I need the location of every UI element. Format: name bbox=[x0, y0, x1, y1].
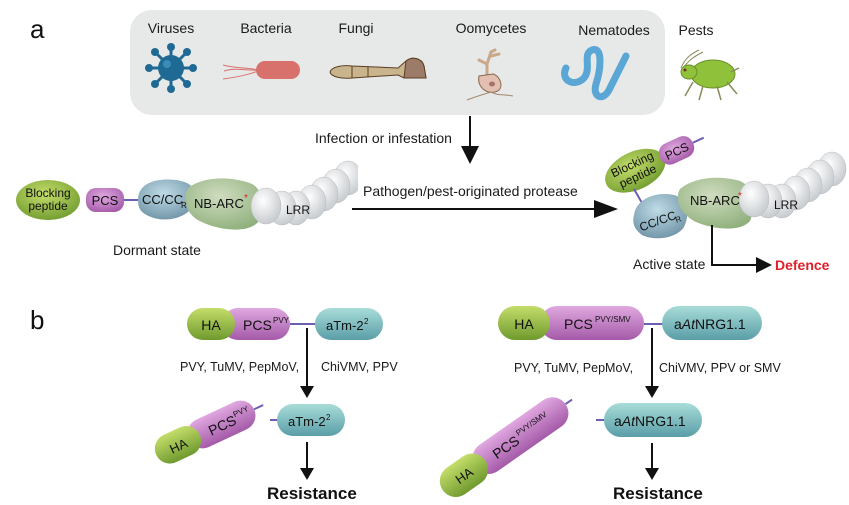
protease-label: Pathogen/pest-originated protease bbox=[363, 183, 578, 199]
nrg1-pcs-top bbox=[540, 306, 644, 340]
dormant-pcs-label: PCS bbox=[92, 193, 119, 208]
dormant-nlr-diagram: Blocking peptide PCS CC/CC R NB-ARC * LR… bbox=[16, 160, 358, 230]
dormant-blocking-label-1: Blocking bbox=[25, 186, 70, 200]
organism-label-bacteria: Bacteria bbox=[240, 20, 292, 36]
tm22-viruses-right: ChiVMV, PPV bbox=[321, 360, 398, 374]
active-lrr-label: LRR bbox=[774, 198, 798, 212]
organism-label-fungi: Fungi bbox=[338, 20, 374, 36]
nrg1-released-suffix: NRG1.1 bbox=[635, 413, 686, 429]
active-nlr-diagram: Blocking peptide PCS CC/CC R NB-ARC * LR… bbox=[605, 136, 847, 273]
tm22-receptor-released-sup: 2 bbox=[326, 413, 331, 422]
organism-label-nematodes: Nematodes bbox=[578, 22, 650, 38]
active-pcs-domain bbox=[658, 136, 695, 165]
dormant-cc-sub: R bbox=[181, 201, 187, 210]
tm22-receptor-top bbox=[315, 308, 383, 340]
nrg1-receptor-italic: At bbox=[681, 316, 696, 332]
active-state-label: Active state bbox=[633, 256, 706, 272]
fungus-icon bbox=[329, 57, 427, 79]
panel-label-b: b bbox=[30, 305, 45, 335]
tm22-construct-diagram: HA PCS PVY aTm-2 2 HA PCS PVY aTm-2 2 bbox=[154, 308, 383, 480]
lrr-domain bbox=[250, 160, 358, 226]
tm22-pcs-sup: PVY bbox=[273, 316, 290, 325]
organism-label-viruses: Viruses bbox=[147, 20, 195, 36]
dormant-mutation-marker: * bbox=[244, 193, 248, 204]
nrg1-construct-diagram: HA PCS PVY/SMV aAtNRG1.1 HA PCS PVY/SMV … bbox=[439, 306, 762, 497]
tm22-ha-top bbox=[187, 308, 235, 340]
dormant-state-label: Dormant state bbox=[113, 242, 201, 258]
aphid-icon bbox=[680, 49, 740, 101]
organism-label-pests: Pests bbox=[678, 22, 714, 38]
active-mutation-marker: * bbox=[738, 191, 742, 202]
tm22-receptor-released-label: aTm-2 bbox=[288, 414, 326, 429]
nrg1-ha-label: HA bbox=[514, 316, 534, 332]
blocking-peptide bbox=[16, 180, 80, 220]
active-nbarc-label: NB-ARC bbox=[690, 193, 740, 208]
panel-label-a: a bbox=[30, 14, 45, 44]
defence-arrow bbox=[711, 225, 760, 266]
bacterium-icon bbox=[222, 61, 300, 80]
dormant-blocking-label-2: peptide bbox=[28, 199, 68, 213]
dormant-cc-label: CC/CC bbox=[142, 192, 183, 207]
nrg1-ha-top bbox=[498, 306, 550, 340]
nrg1-receptor-released bbox=[604, 403, 702, 437]
tm22-receptor-label: aTm-2 bbox=[326, 318, 364, 333]
nrg1-viruses-left: PVY, TuMV, PepMoV, bbox=[514, 361, 634, 375]
tm22-resistance-label: Resistance bbox=[267, 484, 357, 503]
defence-label: Defence bbox=[775, 257, 830, 273]
nematode-icon bbox=[561, 46, 630, 101]
svg-text:aAtNRG1.1: aAtNRG1.1 bbox=[614, 413, 686, 429]
tm22-viruses-left: PVY, TuMV, PepMoV, bbox=[180, 360, 300, 374]
svg-text:aAtNRG1.1: aAtNRG1.1 bbox=[674, 316, 746, 332]
active-nbarc-domain bbox=[677, 177, 754, 229]
nrg1-receptor-prefix: a bbox=[674, 316, 682, 332]
tm22-receptor-sup: 2 bbox=[364, 317, 369, 326]
nrg1-receptor-top bbox=[662, 306, 762, 340]
nrg1-resistance-label: Resistance bbox=[613, 484, 703, 503]
tm22-receptor-released bbox=[277, 404, 345, 436]
protease-arrow bbox=[352, 200, 618, 218]
active-cc-sub: R bbox=[674, 214, 683, 225]
active-cc-domain bbox=[633, 193, 688, 239]
nrg1-pcs-label: PCS bbox=[564, 316, 593, 332]
virus-icon bbox=[145, 43, 197, 93]
oomycete-icon bbox=[466, 48, 514, 101]
infection-arrow bbox=[461, 116, 479, 164]
organism-label-oomycetes: Oomycetes bbox=[455, 20, 527, 36]
dormant-nbarc-label: NB-ARC bbox=[194, 196, 244, 211]
tm22-ha-label: HA bbox=[201, 317, 221, 333]
tm22-ha-cleaved-label: HA bbox=[167, 435, 190, 456]
nrg1-released-italic: At bbox=[621, 413, 636, 429]
nrg1-receptor-suffix: NRG1.1 bbox=[695, 316, 746, 332]
pathogen-box bbox=[130, 10, 665, 115]
dormant-lrr-label: LRR bbox=[286, 203, 310, 217]
active-blocking-peptide bbox=[605, 148, 666, 193]
tm22-pcs-label: PCS bbox=[243, 317, 272, 333]
pcs-domain bbox=[86, 188, 124, 212]
active-lrr-domain bbox=[738, 151, 847, 219]
nrg1-viruses-right: ChiVMV, PPV or SMV bbox=[659, 361, 781, 375]
tm22-pcs-top bbox=[222, 308, 290, 340]
nrg1-released-prefix: a bbox=[614, 413, 622, 429]
cc-domain bbox=[138, 179, 196, 220]
nbarc-domain bbox=[185, 178, 262, 230]
nrg1-pcs-sup: PVY/SMV bbox=[595, 315, 631, 324]
infection-label: Infection or infestation bbox=[315, 130, 452, 146]
